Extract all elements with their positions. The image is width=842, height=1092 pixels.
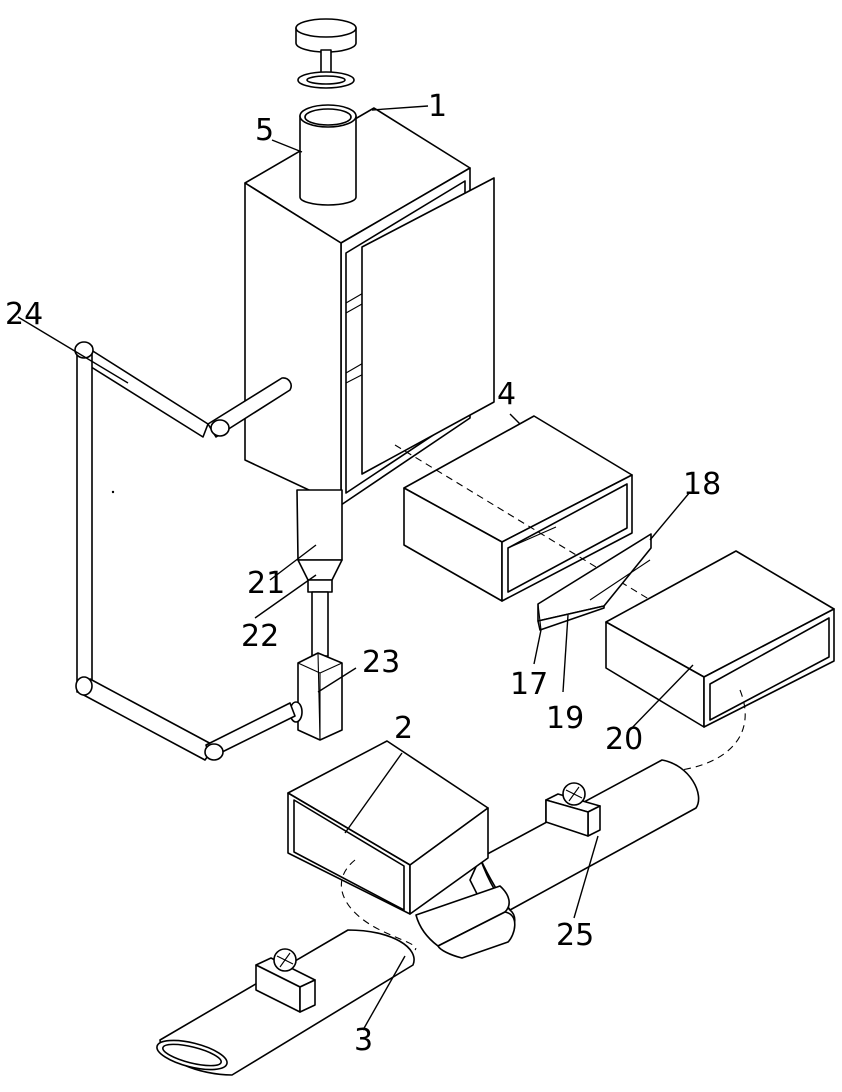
label-20: 20 xyxy=(605,722,643,757)
box-20 xyxy=(606,551,834,727)
label-17: 17 xyxy=(510,667,548,702)
label-19: 19 xyxy=(546,701,584,736)
dot-mark xyxy=(112,491,114,493)
label-4: 4 xyxy=(497,377,516,412)
conveyor-3 xyxy=(154,930,414,1075)
label-23: 23 xyxy=(362,645,400,680)
outlet-pipe xyxy=(290,490,342,740)
label-21: 21 xyxy=(247,566,285,601)
box-2 xyxy=(288,741,488,914)
label-25: 25 xyxy=(556,918,594,953)
label-5: 5 xyxy=(255,113,274,148)
cap-knob xyxy=(296,19,356,88)
label-18: 18 xyxy=(683,467,721,502)
label-3: 3 xyxy=(354,1023,373,1058)
label-24: 24 xyxy=(5,297,43,332)
label-1: 1 xyxy=(428,89,447,124)
label-22: 22 xyxy=(241,619,279,654)
return-pipe xyxy=(75,342,295,760)
feed-tube xyxy=(300,105,356,205)
label-2: 2 xyxy=(394,711,413,746)
main-cabinet xyxy=(245,108,494,505)
